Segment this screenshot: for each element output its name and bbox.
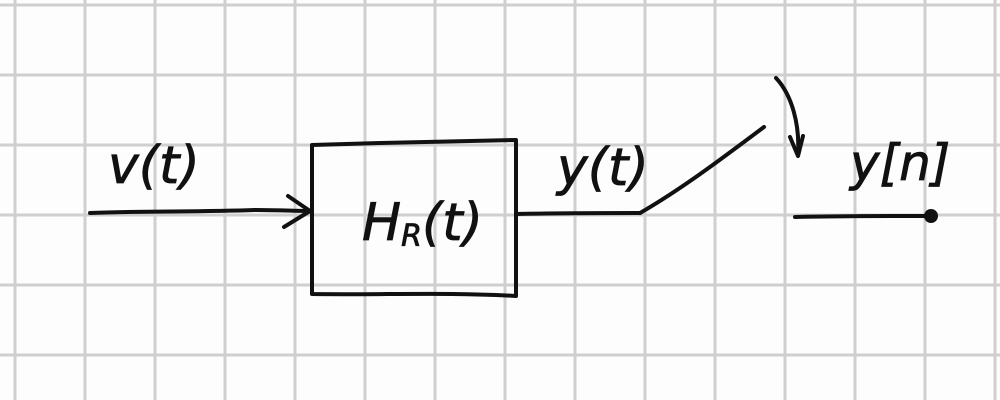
- input-signal-line: [88, 208, 312, 215]
- output-signal-line: [793, 214, 932, 219]
- block-label-subscript: R: [401, 219, 422, 254]
- sampling-switch-arm: [638, 125, 766, 215]
- block-label-argument: (t): [422, 193, 483, 253]
- intermediate-label: y(t): [555, 138, 649, 198]
- intermediate-signal-line: [514, 211, 642, 216]
- transfer-function-block: [310, 138, 518, 298]
- block-label: HR(t): [362, 193, 483, 254]
- input-label: v(t): [108, 136, 200, 196]
- output-label: y[n]: [848, 134, 950, 192]
- filled-dot-icon: [924, 209, 938, 223]
- curved-arrow-icon: [774, 76, 801, 157]
- block-label-main: H: [362, 193, 401, 253]
- curved-arrow-head: [788, 134, 805, 158]
